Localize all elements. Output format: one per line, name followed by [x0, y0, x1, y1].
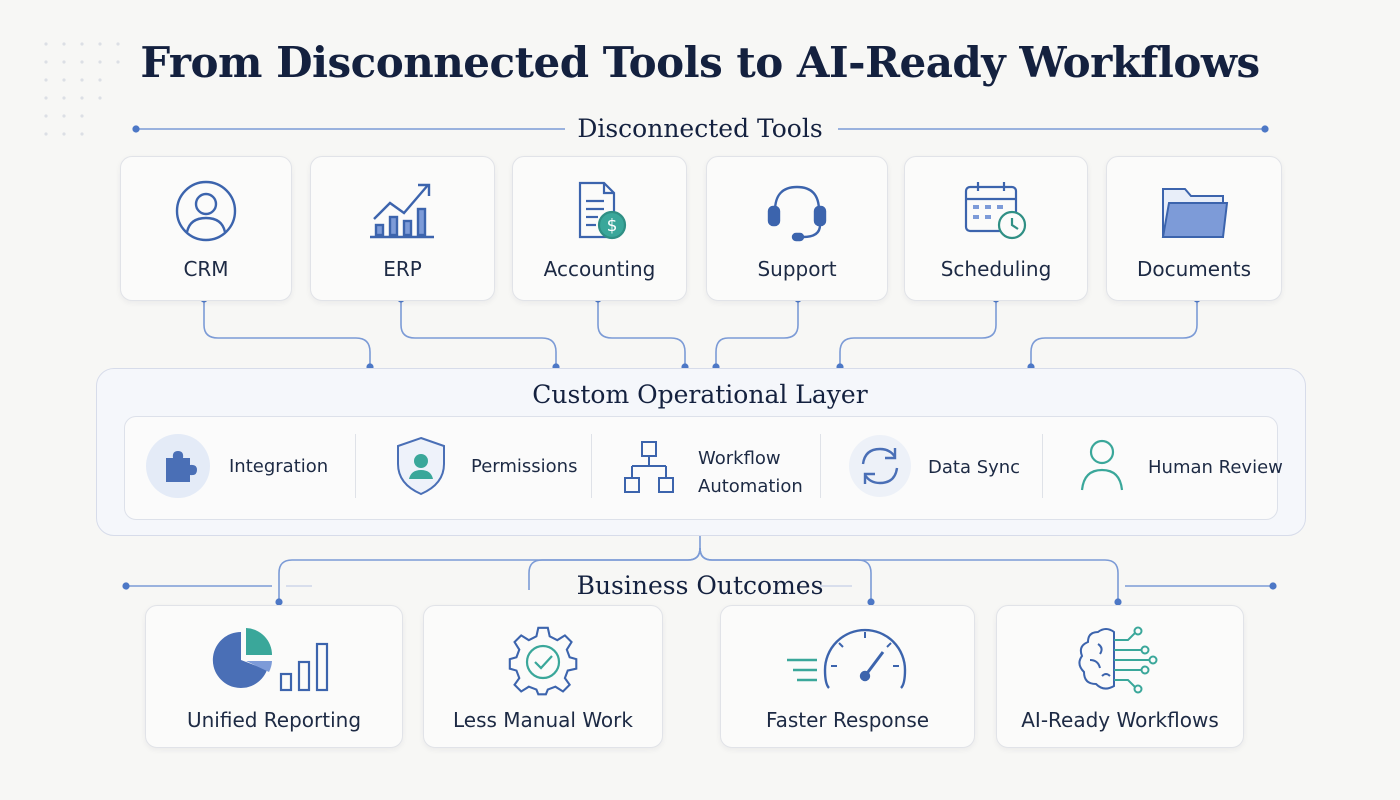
growth-chart-icon	[311, 179, 494, 247]
user-circle-icon	[121, 179, 291, 247]
capability-label-line: Automation	[698, 476, 803, 497]
capability-label: Permissions	[471, 456, 578, 477]
tool-card-crm[interactable]: CRM	[120, 156, 292, 301]
capability-label: Data Sync	[928, 457, 1021, 478]
tool-card-scheduling[interactable]: Scheduling	[904, 156, 1088, 301]
capabilities-panel	[124, 416, 1278, 520]
tool-label: Support	[757, 257, 837, 281]
invoice-dollar-icon: $	[513, 179, 686, 247]
capability-label-line: Workflow	[698, 448, 781, 469]
calendar-clock-icon	[905, 179, 1087, 247]
outcome-card-unified-reporting[interactable]: Unified Reporting	[145, 605, 403, 748]
tool-label: ERP	[383, 257, 422, 281]
divider	[355, 434, 356, 498]
outcome-label: Less Manual Work	[453, 708, 633, 732]
outcome-card-ai-ready-workflows[interactable]: AI-Ready Workflows	[996, 605, 1244, 748]
divider	[591, 434, 592, 498]
section-title-outcomes: Business Outcomes	[576, 571, 824, 600]
sync-icon	[848, 434, 912, 502]
divider	[1042, 434, 1043, 498]
tool-card-erp[interactable]: ERP	[310, 156, 495, 301]
capability-label: Integration	[229, 456, 329, 477]
tool-label: Scheduling	[940, 257, 1052, 281]
outcome-label: Faster Response	[765, 708, 930, 732]
headset-icon	[707, 179, 887, 247]
outcome-label: AI-Ready Workflows	[1021, 708, 1219, 732]
page-title: From Disconnected Tools to AI-Ready Work…	[140, 38, 1260, 87]
brain-circuit-icon	[997, 624, 1243, 702]
outcome-card-faster-response[interactable]: Faster Response	[720, 605, 975, 748]
shield-user-icon	[392, 434, 450, 502]
capability-label: Human Review	[1148, 457, 1283, 478]
speedometer-icon	[721, 626, 974, 700]
puzzle-icon	[146, 434, 210, 502]
tool-label: Accounting	[543, 257, 656, 281]
tool-label: Documents	[1136, 257, 1252, 281]
outcome-label: Unified Reporting	[186, 708, 362, 732]
tool-card-accounting[interactable]: $ Accounting	[512, 156, 687, 301]
section-title-tools: Disconnected Tools	[577, 114, 823, 143]
gear-check-icon	[424, 624, 662, 702]
tool-card-support[interactable]: Support	[706, 156, 888, 301]
person-icon	[1076, 436, 1128, 498]
capability-label-workflow-automation: Workflow Automation	[698, 445, 803, 501]
section-title-layer: Custom Operational Layer	[532, 380, 868, 409]
folder-icon	[1107, 179, 1281, 247]
pie-bar-chart-icon	[146, 626, 402, 700]
outcome-card-less-manual-work[interactable]: Less Manual Work	[423, 605, 663, 748]
tool-label: CRM	[183, 257, 229, 281]
divider	[820, 434, 821, 498]
tool-card-documents[interactable]: Documents	[1106, 156, 1282, 301]
workflow-tree-icon	[622, 440, 678, 500]
svg-text:$: $	[606, 216, 617, 236]
